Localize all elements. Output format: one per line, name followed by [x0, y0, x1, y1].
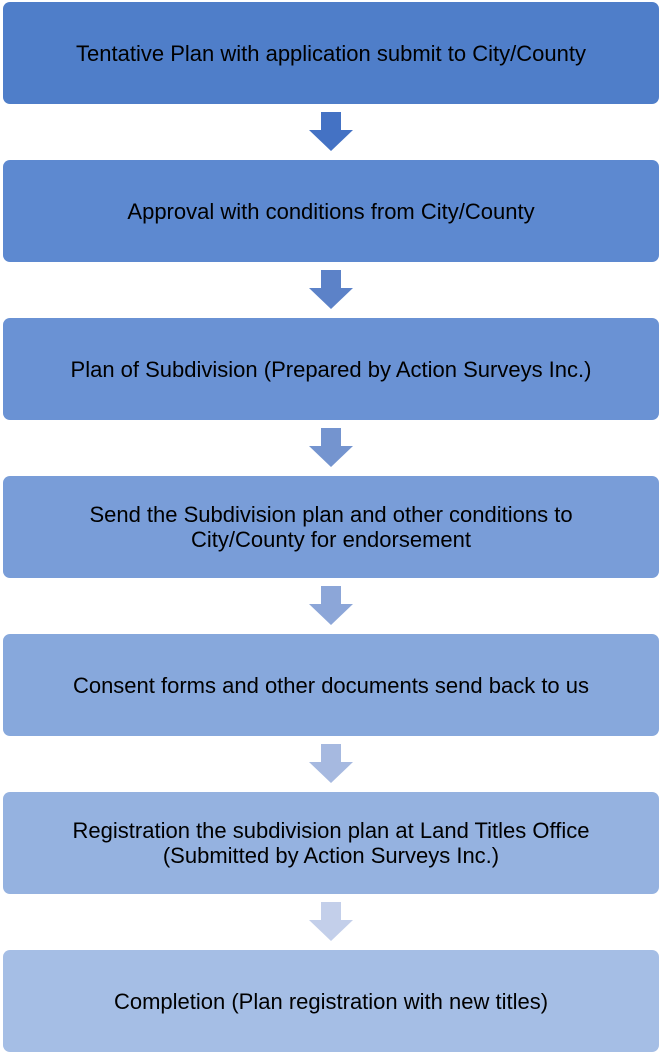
arrow-shape-3	[309, 428, 353, 467]
arrow-shape-5	[309, 744, 353, 783]
arrow-down-icon	[307, 744, 355, 784]
step-label-3: Plan of Subdivision (Prepared by Action …	[70, 356, 592, 382]
arrow-shape-6	[309, 902, 353, 941]
arrow-down-icon	[307, 270, 355, 310]
arrow-down-icon	[307, 586, 355, 626]
step-label-5: Consent forms and other documents send b…	[72, 672, 590, 698]
step-box-6: Registration the subdivision plan at Lan…	[3, 792, 659, 894]
arrow-down-icon	[307, 428, 355, 468]
step-label-2: Approval with conditions from City/Count…	[127, 198, 535, 224]
step-box-4: Send the Subdivision plan and other cond…	[3, 476, 659, 578]
arrow-shape-4	[309, 586, 353, 625]
step-label-6: Registration the subdivision plan at Lan…	[72, 818, 590, 868]
step-label-7: Completion (Plan registration with new t…	[113, 988, 549, 1014]
step-box-3: Plan of Subdivision (Prepared by Action …	[3, 318, 659, 420]
step-box-1: Tentative Plan with application submit t…	[3, 2, 659, 104]
step-box-7: Completion (Plan registration with new t…	[3, 950, 659, 1052]
arrow-shape-1	[309, 112, 353, 151]
step-box-5: Consent forms and other documents send b…	[3, 634, 659, 736]
arrow-down-icon	[307, 112, 355, 152]
step-label-4: Send the Subdivision plan and other cond…	[89, 502, 573, 552]
arrow-down-icon	[307, 902, 355, 942]
step-label-1: Tentative Plan with application submit t…	[76, 40, 586, 66]
arrow-shape-2	[309, 270, 353, 309]
step-box-2: Approval with conditions from City/Count…	[3, 160, 659, 262]
